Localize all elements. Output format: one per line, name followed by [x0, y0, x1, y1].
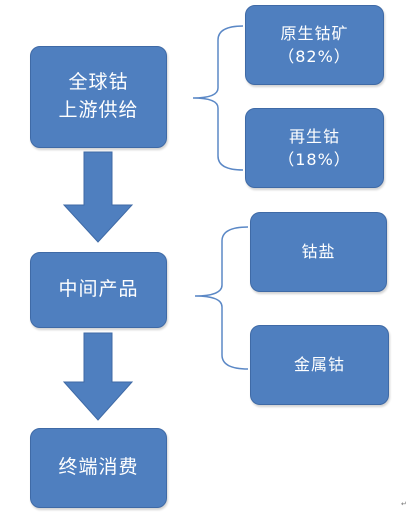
recycled-cobalt-box: 再生钴 （18%） [245, 108, 384, 188]
intermediate-label: 中间产品 [58, 278, 139, 301]
end-use-label: 终端消费 [58, 456, 139, 479]
brace-intermediate-products [194, 226, 249, 370]
recycled-share: （18%） [278, 150, 351, 169]
primary-ore-share: （82%） [278, 47, 351, 66]
paragraph-mark: ↵ [401, 500, 407, 508]
cobalt-metal-box: 金属钴 [250, 325, 389, 405]
recycled-label: 再生钴 [288, 126, 340, 146]
cobalt-salt-box: 钴盐 [250, 212, 387, 292]
end-consumption-box: 终端消费 [30, 428, 167, 508]
brace-upstream-sources [192, 25, 244, 171]
primary-cobalt-ore-box: 原生钴矿 （82%） [245, 5, 384, 85]
upstream-line-2: 上游供给 [58, 99, 139, 121]
arrow-upstream-to-intermediate [62, 151, 134, 243]
primary-ore-label: 原生钴矿 [280, 23, 349, 43]
arrow-intermediate-to-end-use [62, 332, 134, 421]
global-cobalt-upstream-supply-box: 全球钴 上游供给 [30, 46, 167, 148]
upstream-line-1: 全球钴 [68, 71, 129, 94]
cobalt-salt-label: 钴盐 [301, 242, 336, 262]
cobalt-metal-label: 金属钴 [293, 355, 345, 375]
intermediate-products-box: 中间产品 [30, 252, 167, 328]
